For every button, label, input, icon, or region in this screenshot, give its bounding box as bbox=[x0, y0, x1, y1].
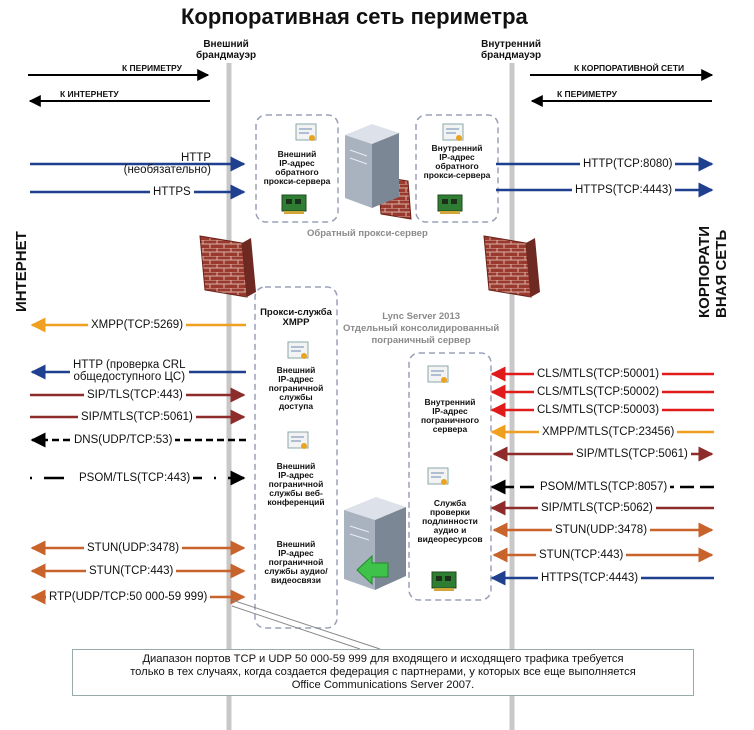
port-label-right: CLS/MTLS(TCP:50002) bbox=[534, 386, 663, 399]
external-firewall-label: Внешний брандмауэр bbox=[196, 39, 257, 61]
port-label-left: STUN(UDP:3478) bbox=[84, 542, 183, 555]
edge-caption: Lync Server 2013 Отдельный консолидирова… bbox=[343, 311, 500, 346]
port-label-right: HTTP(TCP:8080) bbox=[580, 158, 676, 171]
cert-icon bbox=[287, 341, 309, 359]
side-label-corporate: КОРПОРАТИ ВНАЯ СЕТЬ bbox=[696, 226, 730, 318]
rp-external-ip-label: Внешний IP-адрес обратного прокси-сервер… bbox=[263, 149, 331, 186]
edge-access-ip-label: Внешний IP-адрес пограничной службы дост… bbox=[268, 365, 324, 411]
av-auth-label: Служба проверки подлинности аудио и виде… bbox=[417, 498, 483, 544]
edge-internal-ip-label: Внутренний IP-адрес пограничного сервера bbox=[420, 397, 480, 434]
edge-internal-box bbox=[408, 352, 492, 601]
internal-firewall-label: Внутренний брандмауэр bbox=[481, 39, 542, 61]
port-label-left: DNS(UDP/TCP:53) bbox=[71, 434, 176, 447]
callout-line bbox=[231, 605, 361, 650]
port-label-left: PSOM/TLS(TCP:443) bbox=[76, 472, 194, 485]
port-label-left: HTTP (проверка CRL общедоступного ЦС) bbox=[70, 359, 189, 384]
dir-to-perimeter-right: К ПЕРИМЕТРУ bbox=[557, 89, 617, 99]
port-label-right: SIP/MTLS(TCP:5062) bbox=[538, 502, 656, 515]
port-label-left: XMPP(TCP:5269) bbox=[88, 319, 187, 332]
page-title: Корпоративная сеть периметра bbox=[181, 4, 528, 29]
port-label-right: STUN(UDP:3478) bbox=[552, 524, 651, 537]
dir-to-corporate: К КОРПОРАТИВНОЙ СЕТИ bbox=[574, 63, 685, 73]
rp-caption: Обратный прокси-сервер bbox=[307, 228, 428, 239]
firewall-icon-right bbox=[483, 235, 540, 298]
port-label-left: STUN(TCP:443) bbox=[86, 565, 177, 578]
cert-icon bbox=[427, 365, 449, 383]
firewall-icon-left bbox=[199, 235, 256, 298]
callout-line bbox=[231, 599, 381, 650]
rp-external-box bbox=[255, 114, 339, 223]
port-label-left: SIP/MTLS(TCP:5061) bbox=[78, 411, 196, 424]
cert-icon bbox=[427, 467, 449, 485]
cert-icon bbox=[295, 123, 317, 141]
cert-icon bbox=[287, 431, 309, 449]
rp-internal-box bbox=[415, 114, 499, 223]
port-label-right: XMPP/MTLS(TCP:23456) bbox=[539, 426, 678, 439]
cert-icon bbox=[442, 123, 464, 141]
xmpp-proxy-label: Прокси-служба XMPP bbox=[260, 307, 332, 328]
port-label-right: STUN(TCP:443) bbox=[536, 549, 627, 562]
edge-webconf-ip-label: Внешний IP-адрес пограничной службы веб-… bbox=[267, 461, 325, 507]
port-label-left: RTP(UDP/TCP:50 000-59 999) bbox=[46, 591, 211, 604]
port-label-right: HTTPS(TCP:4443) bbox=[538, 572, 642, 585]
network-card-icon bbox=[437, 194, 463, 214]
port-label-left: SIP/TLS(TCP:443) bbox=[84, 389, 186, 402]
rp-internal-ip-label: Внутренний IP-адрес обратного прокси-сер… bbox=[423, 143, 491, 180]
dir-to-perimeter-left: К ПЕРИМЕТРУ bbox=[122, 63, 182, 73]
edge-server-icon bbox=[344, 497, 406, 590]
reverse-proxy-server-icon bbox=[345, 124, 399, 208]
network-card-icon bbox=[431, 571, 457, 591]
port-label-left: HTTP (необязательно) bbox=[123, 152, 211, 177]
port-range-note: Диапазон портов TCP и UDP 50 000-59 999 … bbox=[72, 649, 694, 696]
port-label-right: SIP/MTLS(TCP:5061) bbox=[573, 448, 691, 461]
port-label-left: HTTPS bbox=[150, 186, 194, 199]
dir-to-internet: К ИНТЕРНЕТУ bbox=[60, 89, 119, 99]
port-label-right: PSOM/MTLS(TCP:8057) bbox=[537, 481, 671, 494]
side-label-internet: ИНТЕРНЕТ bbox=[13, 231, 30, 312]
network-card-icon bbox=[281, 194, 307, 214]
port-label-right: CLS/MTLS(TCP:50001) bbox=[534, 368, 663, 381]
port-label-right: CLS/MTLS(TCP:50003) bbox=[534, 404, 663, 417]
edge-av-ip-label: Внешний IP-адрес пограничной службы ауди… bbox=[264, 539, 328, 585]
port-label-right: HTTPS(TCP:4443) bbox=[572, 184, 676, 197]
